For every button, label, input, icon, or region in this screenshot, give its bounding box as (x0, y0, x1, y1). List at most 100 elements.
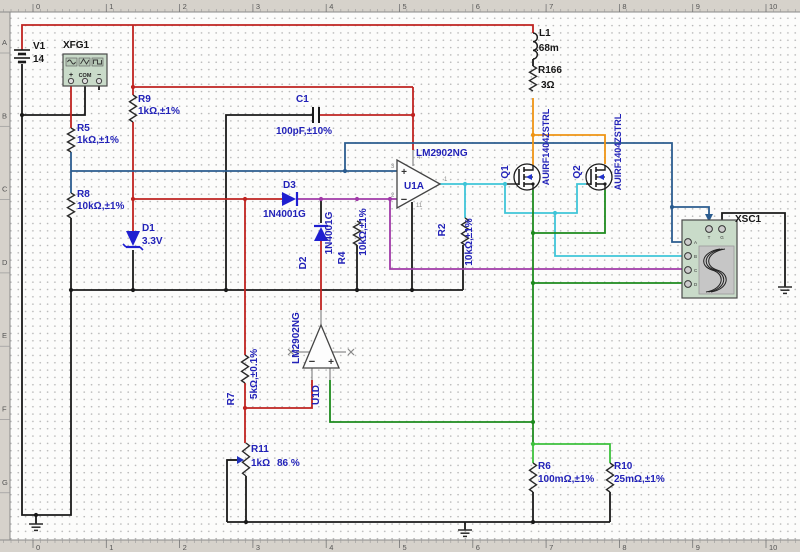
label-r8-value[interactable]: 10kΩ,±1% (77, 201, 125, 212)
label-r8-ref[interactable]: R8 (77, 189, 90, 200)
ground-symbol (29, 523, 43, 532)
sine-icon (67, 59, 76, 65)
wire-q2-drain[interactable] (533, 134, 606, 164)
xsc1-channel-terminal-B[interactable] (684, 252, 692, 260)
function-generator-xfg1[interactable]: +COM− (62, 53, 108, 87)
xsc1-top-terminal-G[interactable] (718, 225, 726, 233)
wire-clamp-to-scope-c[interactable] (389, 199, 684, 270)
label-q1-ref[interactable]: Q1 (500, 165, 511, 179)
label-r11-value[interactable]: 1kΩ (251, 458, 270, 469)
label-d3-value[interactable]: 1N4001G (263, 209, 306, 220)
label-v1-ref[interactable]: V1 (33, 41, 46, 52)
label-r10-ref[interactable]: R10 (614, 461, 633, 472)
label-r11-ref[interactable]: R11 (251, 444, 269, 455)
label-v1-value[interactable]: 14 (33, 54, 45, 65)
xfg1-terminal[interactable] (81, 77, 89, 85)
label-r166-ref[interactable]: R166 (538, 65, 562, 76)
resistor-R4[interactable] (352, 220, 362, 246)
xfg1-terminal[interactable] (67, 77, 75, 85)
xsc1-channel-terminal-A[interactable] (684, 238, 692, 246)
wire-vcc-top-rail[interactable] (21, 24, 534, 50)
resistor-R166[interactable] (528, 65, 538, 92)
label-q2-part[interactable]: AUIRF1404ZSTRL (613, 113, 623, 190)
triangle-wave-button[interactable] (78, 57, 91, 67)
label-r7-ref[interactable]: R7 (226, 392, 237, 405)
opamp-U1D[interactable]: +− (302, 323, 340, 369)
label-r2-value[interactable]: 10kΩ,±1% (464, 218, 475, 266)
label-xsc1-ref[interactable]: XSC1 (735, 214, 762, 225)
label-l1-ref[interactable]: L1 (539, 28, 551, 39)
label-d2-ref[interactable]: D2 (298, 256, 309, 269)
opamp-pin-number: 11 (416, 203, 423, 209)
wire-u1d-inv-input[interactable] (245, 380, 313, 409)
label-d1-value[interactable]: 3.3V (142, 236, 163, 247)
label-r7-value[interactable]: 5kΩ,±0.1% (249, 349, 260, 399)
resistor-R7[interactable] (240, 354, 250, 384)
x-stroke (287, 348, 295, 356)
capacitor-C1[interactable] (312, 107, 320, 123)
resistor-R10[interactable] (605, 462, 615, 493)
ruler-left-letter: A (2, 38, 7, 47)
mosfet-Q1[interactable] (505, 163, 541, 191)
wire-gate-to-scope-b[interactable] (554, 213, 684, 257)
diode-D1[interactable] (122, 231, 144, 251)
label-xfg1-ref[interactable]: XFG1 (63, 40, 90, 51)
wire-xfg-com[interactable] (22, 86, 86, 116)
resistor-R8[interactable] (66, 192, 76, 219)
wire-scope-ground[interactable] (721, 212, 786, 287)
label-r11-percent[interactable]: 86 % (277, 458, 300, 469)
mosfet-Q2[interactable] (585, 163, 613, 191)
labels-layer[interactable]: V114XFG1R91kΩ,±1%R51kΩ,±1%R810kΩ,±1%D13.… (33, 28, 762, 485)
wire-feedback-to-scope-a[interactable] (344, 142, 684, 243)
wire-gate-bus[interactable] (504, 183, 586, 214)
label-l1-value[interactable]: .68m (536, 43, 559, 54)
label-d2-value[interactable]: 1N4001G (324, 211, 335, 254)
diode-D3[interactable] (282, 192, 299, 206)
diode-D2[interactable] (314, 224, 328, 241)
wire-c1-left-to-ground[interactable] (225, 114, 313, 290)
wire-v1-neg-ground-rail[interactable] (21, 64, 72, 516)
label-r2-ref[interactable]: R2 (437, 223, 448, 236)
label-q2-ref[interactable]: Q2 (572, 165, 583, 179)
label-c1-ref[interactable]: C1 (296, 94, 309, 105)
label-u1a-ref[interactable]: U1A (404, 181, 424, 192)
resistor-R2[interactable] (460, 217, 470, 246)
inductor-L1[interactable] (532, 32, 539, 60)
label-r6-ref[interactable]: R6 (538, 461, 551, 472)
xfg1-terminal[interactable] (95, 77, 103, 85)
resistor-zigzag (528, 462, 538, 493)
label-d3-ref[interactable]: D3 (283, 180, 296, 191)
resistor-R6[interactable] (528, 462, 538, 493)
label-r4-value[interactable]: 10kΩ,±1% (358, 208, 369, 256)
label-d1-ref[interactable]: D1 (142, 223, 155, 234)
wires-layer[interactable] (21, 24, 786, 530)
resistor-R9[interactable] (128, 94, 138, 123)
wire-sense-to-r10[interactable] (533, 443, 611, 463)
label-r166-value[interactable]: 3Ω (541, 80, 555, 91)
label-r5-ref[interactable]: R5 (77, 123, 90, 134)
xsc1-top-terminal-T[interactable] (705, 225, 713, 233)
label-u1d-part[interactable]: LM2902NG (291, 312, 302, 364)
label-r9-value[interactable]: 1kΩ,±1% (138, 106, 180, 117)
label-r9-ref[interactable]: R9 (138, 94, 151, 105)
wire-source-to-u1d-plus[interactable] (329, 380, 533, 423)
label-r4-ref[interactable]: R4 (337, 251, 348, 264)
triangle-icon (80, 58, 90, 65)
label-u1a-part[interactable]: LM2902NG (416, 148, 468, 159)
resistor-R5[interactable] (66, 127, 76, 153)
label-c1-value[interactable]: 100pF,±10% (276, 126, 332, 137)
wire-q2-source[interactable] (533, 190, 606, 234)
xsc1-channel-terminal-C[interactable] (684, 266, 692, 274)
xsc1-channel-terminal-D[interactable] (684, 280, 692, 288)
resistor-R11[interactable] (241, 442, 251, 477)
label-r10-value[interactable]: 25mΩ,±1% (614, 474, 665, 485)
zener-wing (139, 246, 144, 251)
label-r5-value[interactable]: 1kΩ,±1% (77, 135, 119, 146)
label-r6-value[interactable]: 100mΩ,±1% (538, 474, 594, 485)
label-u1d-ref[interactable]: U1D (311, 385, 322, 405)
label-q1-part[interactable]: AUIRF1404ZSTRL (541, 108, 551, 185)
battery-V1[interactable] (14, 49, 30, 64)
